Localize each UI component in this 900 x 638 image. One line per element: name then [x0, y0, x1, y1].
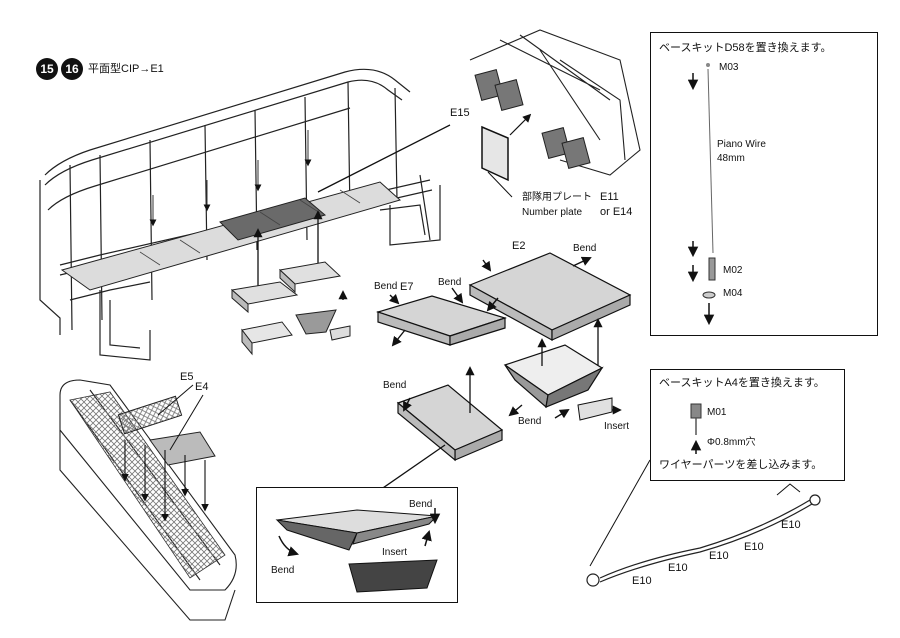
label-e5: E5 [180, 371, 194, 383]
label-m04: M04 [723, 288, 743, 299]
label-m03: M03 [719, 62, 739, 73]
label-bend-e7-right: Bend [438, 277, 462, 288]
label-e2: E2 [512, 240, 526, 252]
label-m02: M02 [723, 265, 743, 276]
a4-box-note: ワイヤーパーツを差し込みます。 [659, 459, 823, 471]
rack-floor-highlight [219, 197, 327, 241]
label-e15: E15 [450, 107, 470, 119]
label-e4: E4 [195, 381, 209, 393]
a4-box-title: ベースキットA4を置き換えます。 [659, 377, 825, 389]
label-e11: E11 [600, 191, 619, 203]
step-title: 平面型CIP→E1 [88, 63, 164, 75]
label-inset-bend-top: Bend [409, 499, 433, 510]
label-wire-length: 48mm [717, 153, 745, 164]
vehicle-front-drawing [469, 29, 641, 176]
wire-label-e10-5: E10 [632, 575, 652, 587]
label-or-e14: or E14 [600, 206, 633, 218]
rack-mesh [69, 391, 226, 579]
label-number-plate: Number plate [522, 207, 583, 218]
wire-drawing [586, 494, 821, 587]
wire-label-e10-1: E10 [781, 519, 801, 531]
wire-label-e10-4: E10 [668, 562, 688, 574]
number-plate-part [481, 125, 509, 182]
label-e7: E7 [400, 281, 414, 293]
a4-replacement-box: ベースキットA4を置き換えます。 M01 Φ0.8mm穴 ワイヤーパーツを差し込… [650, 369, 845, 481]
d58-replacement-box: ベースキットD58を置き換えます。 M03 Piano Wire 48mm M0… [650, 32, 878, 336]
panel-lower [396, 384, 504, 462]
rack-floor [60, 181, 402, 291]
panel-e2 [468, 252, 632, 342]
label-hole-size: Φ0.8mm穴 [707, 437, 756, 448]
tray-part [503, 344, 604, 409]
wire-label-e10-2: E10 [744, 541, 764, 553]
panel-e7 [376, 295, 508, 346]
label-unit-plate-jp: 部隊用プレート [522, 192, 592, 203]
step-badge-16: 16 [61, 58, 83, 80]
bend-detail-inset: Bend Insert Bend [256, 487, 458, 603]
wire-label-e10-3: E10 [709, 550, 729, 562]
label-bend-tray: Bend [518, 416, 542, 427]
label-inset-insert: Insert [382, 547, 408, 558]
label-bend-e2: Bend [573, 243, 597, 254]
label-piano-wire: Piano Wire [717, 139, 766, 150]
label-inset-bend-left: Bend [271, 565, 295, 576]
d58-box-title: ベースキットD58を置き換えます。 [659, 42, 832, 54]
label-bend-e7-left: Bend [374, 281, 398, 292]
step-badge-15: 15 [36, 58, 58, 80]
label-insert-tray: Insert [604, 421, 630, 432]
label-bend-lower: Bend [383, 380, 407, 391]
label-m01: M01 [707, 407, 727, 418]
